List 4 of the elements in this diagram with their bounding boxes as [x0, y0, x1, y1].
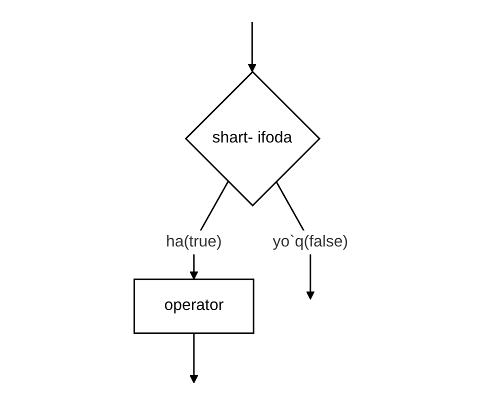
decision-diamond: shart- ifoda: [185, 70, 321, 207]
process-box: operator: [134, 278, 255, 334]
arrow: [248, 22, 257, 72]
arrow: [190, 333, 199, 384]
